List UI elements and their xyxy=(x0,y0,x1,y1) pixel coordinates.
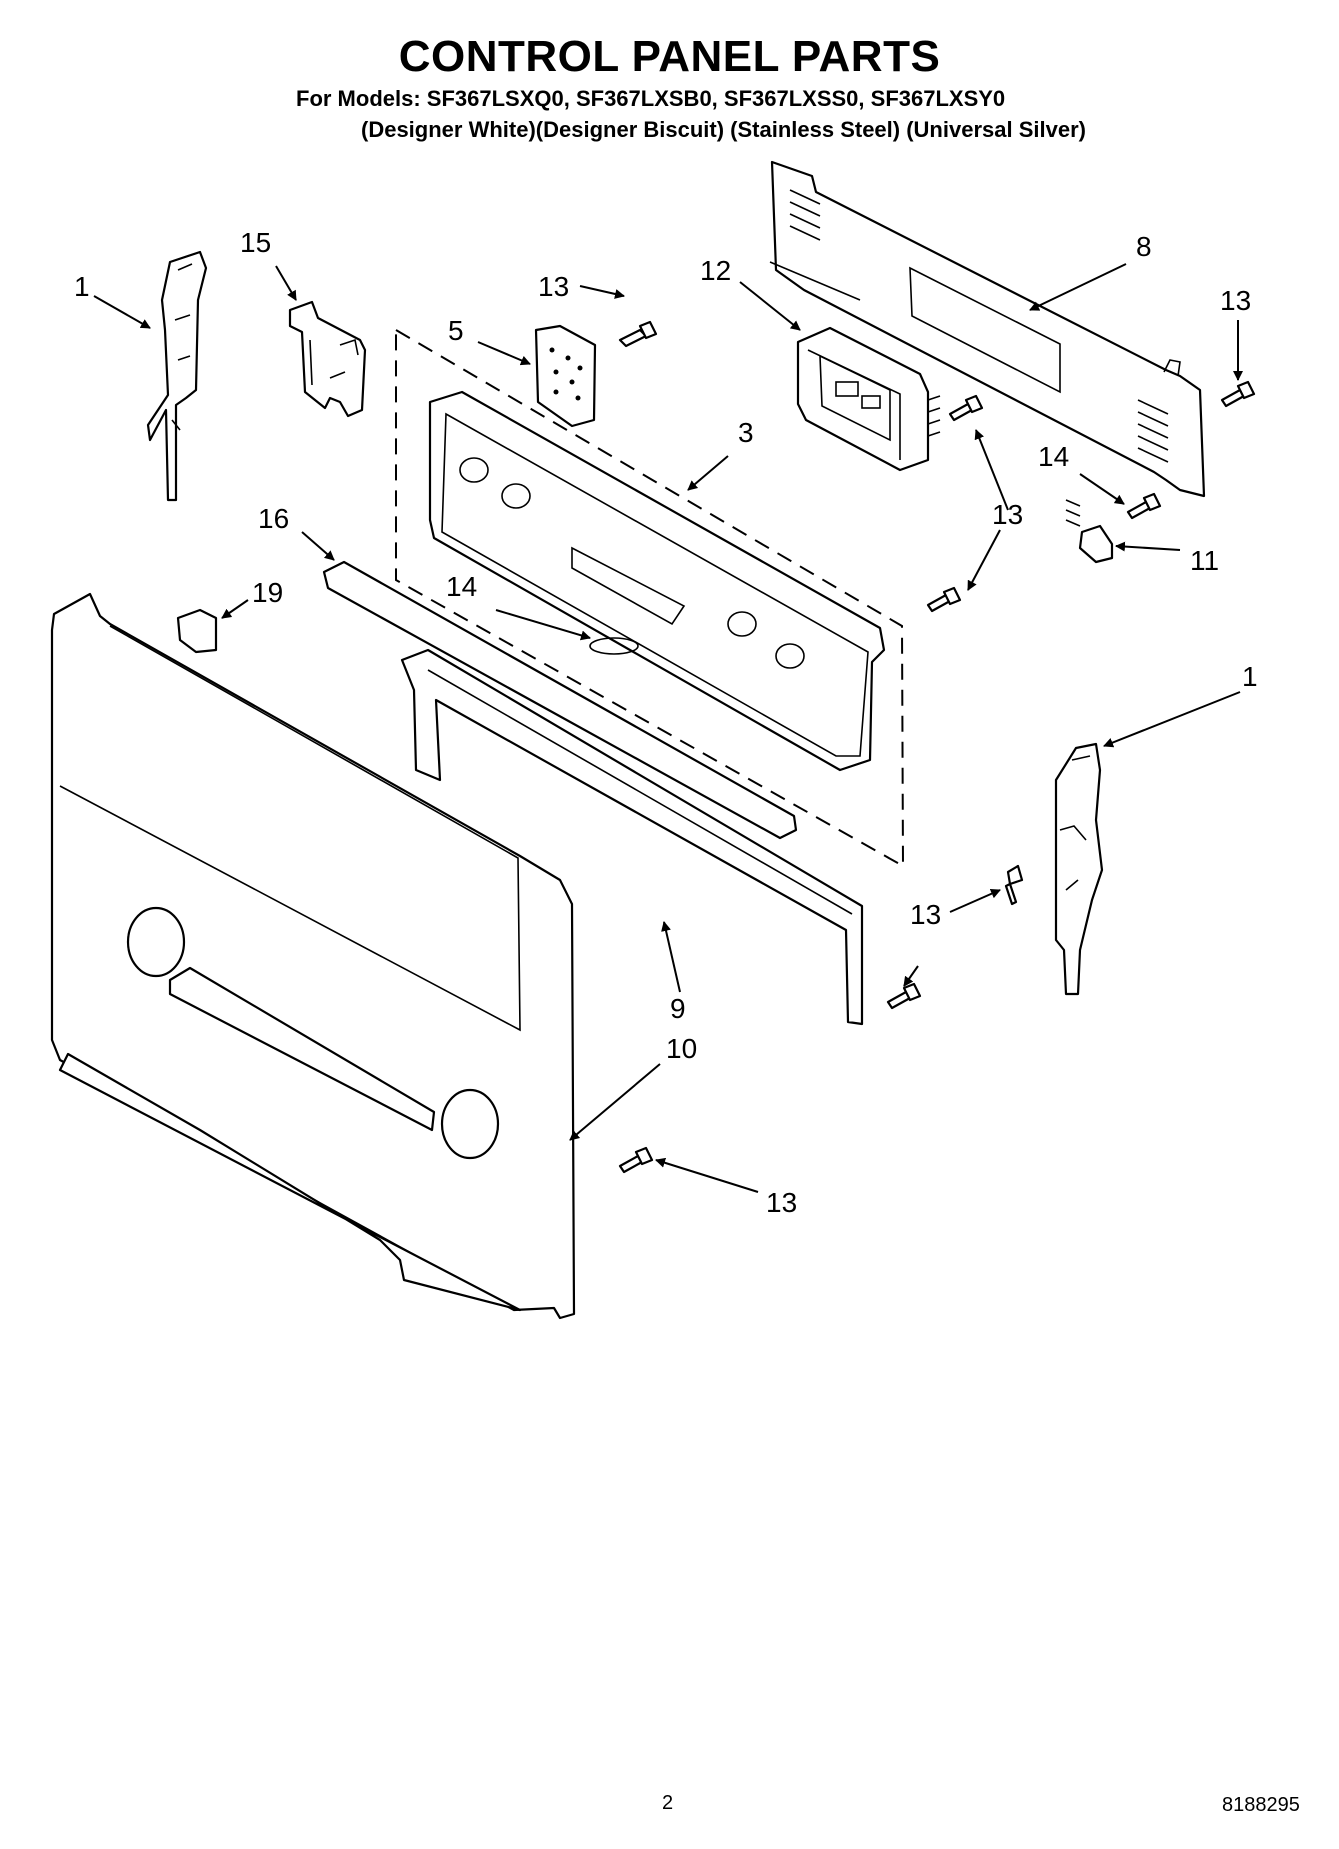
console-panel xyxy=(428,390,886,772)
screw-13-right xyxy=(1220,380,1256,408)
callout-5: 5 xyxy=(448,315,464,346)
bracket-part xyxy=(288,300,367,418)
trim-bar xyxy=(322,560,798,840)
screw-14-right xyxy=(1126,492,1162,520)
callout-3: 3 xyxy=(738,417,754,448)
channel-part xyxy=(400,648,864,1026)
callout-12: 12 xyxy=(700,255,731,286)
models-line: For Models: SF367LSXQ0, SF367LXSB0, SF36… xyxy=(296,86,1006,111)
circuit-board xyxy=(534,324,597,428)
callout-10: 10 xyxy=(666,1033,697,1064)
assembly-outline xyxy=(395,328,905,868)
page-title: CONTROL PANEL PARTS xyxy=(398,32,941,81)
callout-1-left: 1 xyxy=(74,271,90,302)
callout-16: 16 xyxy=(258,503,289,534)
screw-13-bottom xyxy=(618,1146,654,1174)
callout-15: 15 xyxy=(240,227,271,258)
screw-13-lower1 xyxy=(1004,864,1024,906)
clip-19 xyxy=(176,608,218,654)
screw-13-lower2 xyxy=(886,982,922,1010)
callout-9: 9 xyxy=(670,993,686,1024)
callout-19: 19 xyxy=(252,577,283,608)
callout-14-center: 14 xyxy=(446,571,477,602)
screw-13-mid xyxy=(926,586,962,613)
document-number: 8188295 xyxy=(1222,1794,1300,1816)
page-number: 2 xyxy=(662,1792,674,1814)
leader-lines xyxy=(93,263,1243,1193)
electronic-control xyxy=(796,326,941,472)
callout-13-bottom: 13 xyxy=(766,1187,797,1218)
rear-panel xyxy=(769,160,1206,498)
screw-12-module xyxy=(948,394,984,422)
side-trim-left xyxy=(146,250,208,502)
side-trim-right xyxy=(1054,742,1104,996)
callout-1-right: 1 xyxy=(1242,661,1258,692)
callout-13-top: 13 xyxy=(538,271,569,302)
colors-line: (Designer White)(Designer Biscuit) (Stai… xyxy=(361,117,1086,142)
screw-13-top xyxy=(618,320,658,348)
callout-8: 8 xyxy=(1136,231,1152,262)
callout-13-right: 13 xyxy=(1220,285,1251,316)
callout-11: 11 xyxy=(1190,545,1219,576)
callout-13-lower: 13 xyxy=(910,899,941,930)
manifold-panel xyxy=(50,592,576,1320)
callout-13-mid: 13 xyxy=(992,499,1023,530)
clip-part xyxy=(1065,499,1114,564)
callout-14-right: 14 xyxy=(1038,441,1069,472)
